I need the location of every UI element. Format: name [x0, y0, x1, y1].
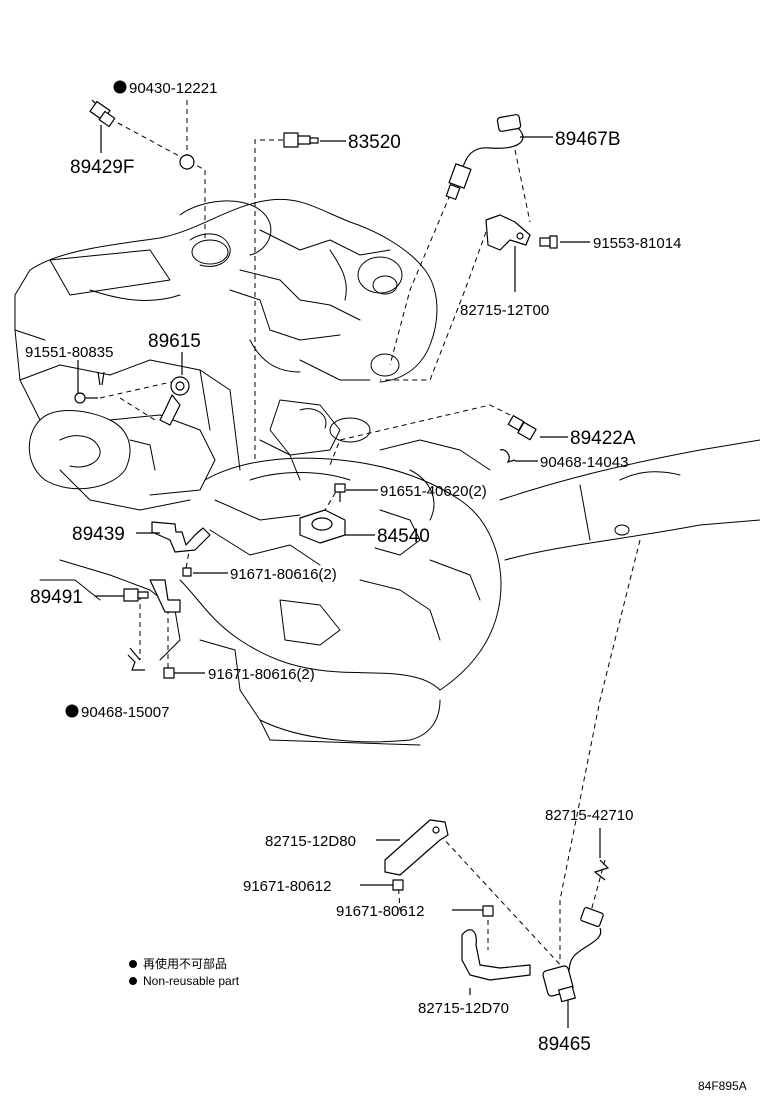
- bolt-91671-80616-b-icon: [163, 667, 175, 679]
- label-89439: 89439: [72, 524, 125, 545]
- legend-jp: 再使用不可部品: [143, 956, 227, 971]
- label-90430-12221: 90430-12221: [129, 80, 217, 97]
- bracket-82715-12D80-icon: [384, 819, 449, 876]
- label-91671-80612-a: 91671-80612: [243, 878, 331, 895]
- bolt-91671-80616-a-icon: [182, 567, 192, 577]
- label-89422A: 89422A: [570, 428, 636, 449]
- label-91551-80835: 91551-80835: [25, 344, 113, 361]
- bolt-91671-80612-b-icon: [482, 905, 494, 917]
- label-91671-80612-b: 91671-80612: [336, 903, 424, 920]
- clip-90468-14043-icon: [499, 449, 516, 463]
- label-82715-12D80: 82715-12D80: [265, 833, 356, 850]
- bolt-91551-80835-icon: [74, 371, 105, 404]
- legend-en: Non-reusable part: [143, 974, 240, 988]
- label-91553-81014: 91553-81014: [593, 235, 681, 252]
- knock-sensor-89615-icon: [159, 376, 190, 426]
- label-90468-14043: 90468-14043: [540, 454, 628, 471]
- legend-bullet-icon: [129, 960, 137, 968]
- legend: 再使用不可部品 Non-reusable part: [129, 956, 240, 988]
- oxygen-sensor-89465-icon: [542, 906, 604, 1003]
- label-89467B: 89467B: [555, 129, 621, 150]
- label-89465: 89465: [538, 1034, 591, 1055]
- bracket-82715-12D70-icon: [461, 929, 531, 981]
- figure-code: 84F895A: [698, 1079, 747, 1093]
- sensor-89429F-icon: [89, 99, 116, 128]
- part-number-labels: 90430-12221 89429F 83520 89467B 91553-81…: [25, 80, 681, 1055]
- label-83520: 83520: [348, 132, 401, 153]
- bracket-82715-12T00-icon: [485, 214, 531, 251]
- label-91671-80616-b: 91671-80616(2): [208, 666, 315, 683]
- label-84540: 84540: [377, 526, 430, 547]
- sensor-84540-icon: [299, 509, 346, 544]
- label-91671-80616-a: 91671-80616(2): [230, 566, 337, 583]
- bracket-89439-icon: [151, 521, 211, 553]
- clip-82715-42710-icon: [593, 859, 610, 881]
- label-89429F: 89429F: [70, 157, 134, 178]
- bolt-91651-40620-icon: [334, 483, 346, 502]
- temp-sensor-89422A-icon: [507, 415, 537, 441]
- gasket-90430-12221-icon: [179, 154, 195, 170]
- bolt-91671-80612-a-icon: [392, 879, 404, 891]
- legend-bullet-icon: [129, 977, 137, 985]
- non-reusable-mark-90468-icon: [65, 704, 79, 718]
- label-82715-12D70: 82715-12D70: [418, 1000, 509, 1017]
- oxygen-sensor-89467B-icon: [445, 114, 524, 200]
- bolt-91553-81014-icon: [539, 235, 558, 249]
- label-89491: 89491: [30, 587, 83, 608]
- engine-assembly-drawing: [14, 198, 760, 746]
- clamp-90468-15007-icon: [127, 647, 145, 671]
- switch-83520-icon: [283, 132, 319, 148]
- label-leaders: [77, 125, 601, 1028]
- label-82715-42710: 82715-42710: [545, 807, 633, 824]
- label-90468-15007: 90468-15007: [81, 704, 169, 721]
- speed-sensor-89491-icon: [123, 579, 181, 613]
- dashed-leaders: [99, 100, 641, 971]
- label-82715-12T00: 82715-12T00: [460, 302, 549, 319]
- label-91651-40620: 91651-40620(2): [380, 483, 487, 500]
- non-reusable-mark-90430-icon: [113, 80, 127, 94]
- label-89615: 89615: [148, 331, 201, 352]
